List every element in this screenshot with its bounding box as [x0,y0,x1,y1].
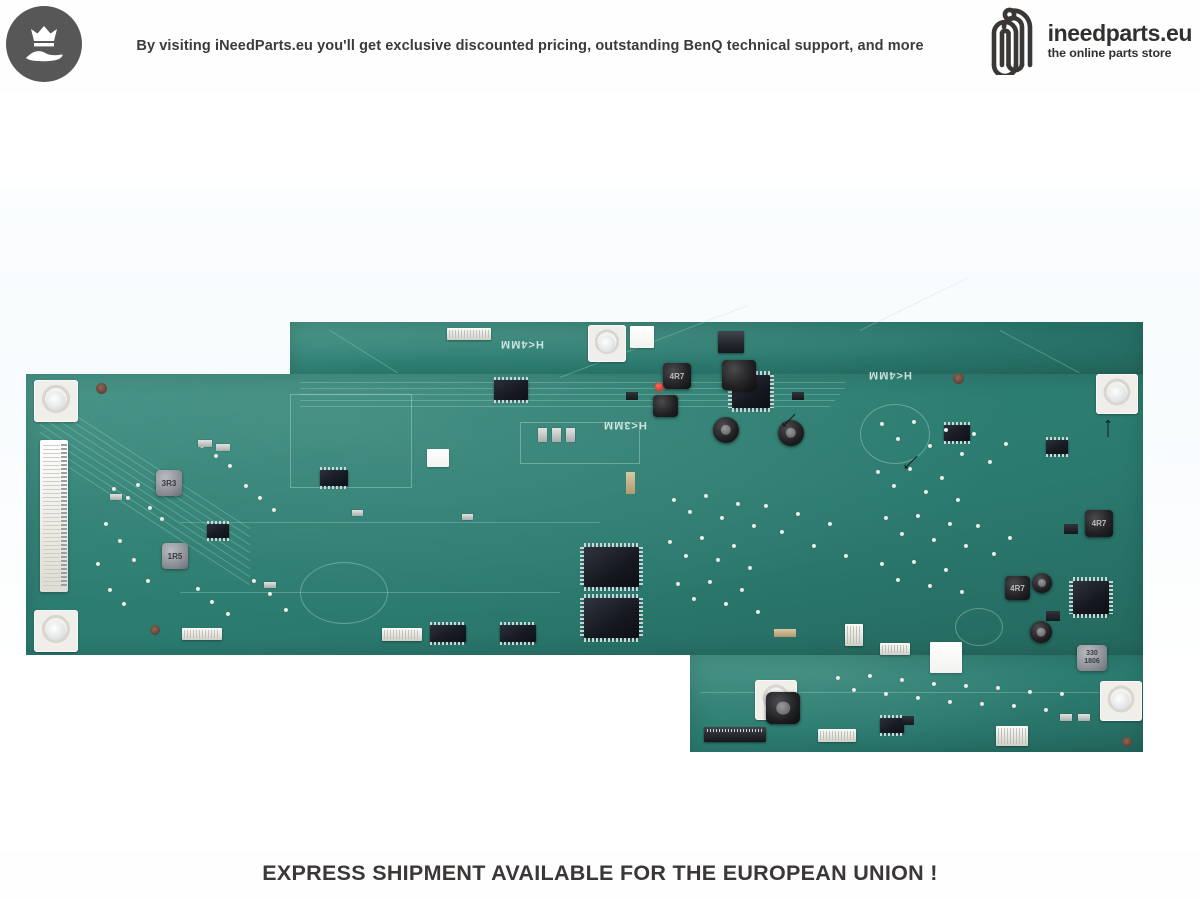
tantalum-cap-2 [774,629,796,637]
tantalum-cap [626,472,635,494]
smd-resistor [1078,714,1090,721]
shielded-module-top [718,331,744,353]
test-via [150,625,160,635]
silkscreen-outline [300,562,388,624]
logo-wordmark: ineedparts.eu the online parts store [1047,20,1193,61]
electrolytic-cap-1 [713,417,739,443]
trace [300,382,845,383]
test-via [1122,737,1132,747]
wire-connector-right-2 [880,643,910,655]
smd-diode [626,392,638,400]
power-inductor-4r7-right-2: 4R7 [1005,576,1030,600]
mounting-pad-top-right [1096,374,1138,414]
smd-diode [1064,524,1078,534]
soic-ic-bottom-1 [430,622,466,645]
smd-capacitor [538,428,547,442]
wire-connector-bottom-1 [182,628,222,640]
smd-resistor [352,510,363,516]
soic-ic-right-2 [1046,437,1068,457]
capacitor-330-1806: 330 1806 [1077,645,1107,671]
smd-diode [792,392,804,400]
smd-capacitor [552,428,561,442]
white-component-top [630,326,654,348]
power-inductor-1r5: 1R5 [162,543,188,569]
smd-resistor [216,444,230,451]
test-via [953,373,964,384]
test-via [96,383,107,394]
white-component-left [427,449,449,467]
promo-message: By visiting iNeedParts.eu you'll get exc… [136,37,924,54]
white-component-centre [930,642,962,673]
cap-value: 330 [1086,650,1098,657]
smd-resistor [1060,714,1072,721]
shielded-choke-tail [766,692,800,724]
silkscreen-outline [955,608,1003,646]
trace [700,692,1120,693]
silkscreen-outline [290,394,412,488]
shielded-inductor-small [653,395,678,417]
shielded-inductor-large [722,360,756,390]
soic-ic-tail [880,715,904,736]
smd-resistor [462,514,473,520]
smd-diode [902,716,914,725]
status-led [655,383,663,391]
smd-capacitor [566,428,575,442]
mounting-pad-bottom-right [1100,681,1142,721]
driver-ic-2 [580,594,643,642]
power-inductor-4r7-right: 4R7 [1085,510,1113,537]
lvds-ffc-connector [40,440,68,592]
wire-connector-top-1 [447,328,491,340]
electrolytic-cap-2 [778,420,804,446]
promo-banner: By visiting iNeedParts.eu you'll get exc… [0,0,1200,92]
board-to-board-connector [704,727,766,742]
product-photo: H<4MM H<3MM H<4MM [0,92,1200,852]
electrolytic-cap-4 [1032,573,1052,593]
smd-diode [1046,611,1060,621]
driver-ic-1 [580,543,643,591]
logo-tagline: the online parts store [1047,46,1172,61]
microcontroller-right [1069,577,1113,618]
smd-resistor [198,440,212,447]
mounting-pad-bottom-left [34,610,78,652]
board-upper-section [290,322,1143,374]
soic-ic-top-left [494,377,528,403]
mounting-pad-top-left [34,380,78,422]
logo-name: ineedparts.eu [1047,20,1193,47]
soic-ic-right [944,422,970,444]
power-inductor-3r3: 3R3 [156,470,182,496]
wire-connector-bottom-2 [382,628,422,641]
paperclip-n-logo-icon [988,7,1046,79]
wire-connector-tail-1 [818,729,856,742]
trace [300,394,840,395]
wire-connector-tail-2 [996,726,1028,746]
electrolytic-cap-3 [1030,621,1052,643]
site-logo[interactable]: ineedparts.eu the online parts store [988,6,1193,79]
mounting-pad-top-centre [588,325,626,362]
smd-resistor [264,582,276,588]
cap-datecode: 1806 [1084,658,1100,665]
silkscreen-outline [860,404,930,464]
soic-ic-left-2 [207,521,229,541]
trace [180,522,600,523]
wire-connector-right-1 [845,624,863,646]
silkscreen-outline [520,422,640,464]
power-inductor-4r7-top: 4R7 [663,363,691,389]
crown-in-hand-icon [6,6,82,82]
trace [300,400,835,401]
soic-ic-left [320,467,348,489]
trace [300,406,830,407]
shipping-notice: EXPRESS SHIPMENT AVAILABLE FOR THE EUROP… [262,861,938,885]
trace [300,388,845,389]
smd-resistor [110,494,122,500]
circuit-board: H<4MM H<3MM H<4MM [0,92,1200,852]
soic-ic-bottom-2 [500,622,536,645]
assembly-arrow-marker: ⟶ [1099,419,1115,438]
